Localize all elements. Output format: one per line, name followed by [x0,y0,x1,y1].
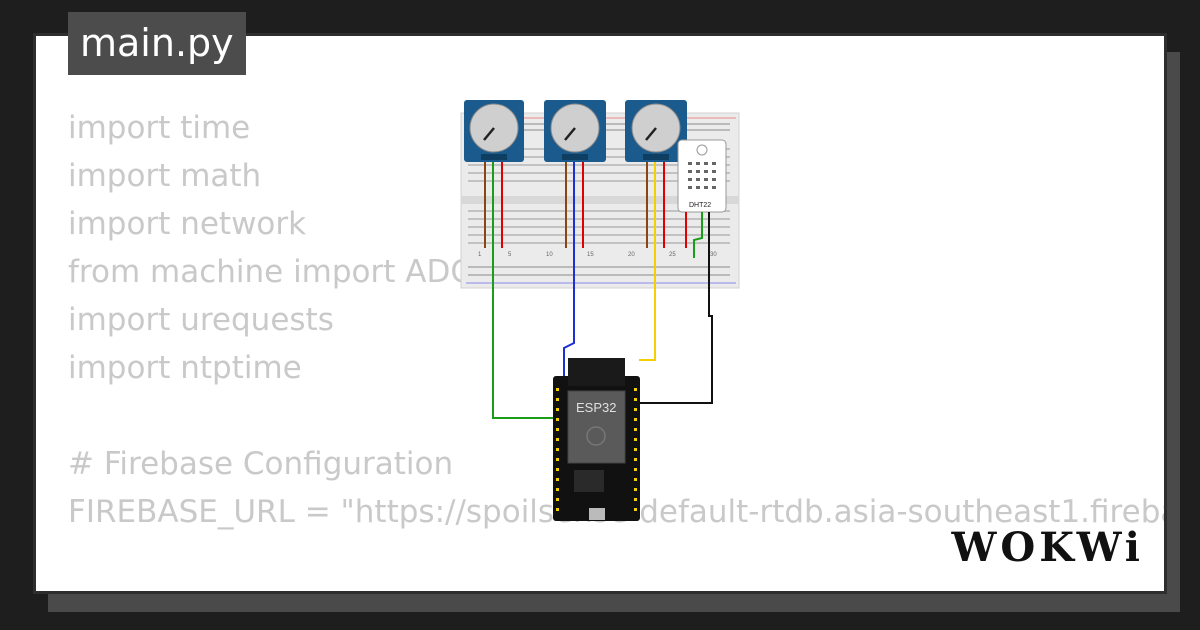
breadboard-number: 1 [478,252,482,258]
breadboard-number: 10 [546,252,553,258]
code-line: FIREBASE_URL = "https://spoilsense-defau… [68,494,1167,530]
potentiometer [544,100,606,162]
breadboard-number: 30 [710,252,717,258]
code-line: import math [68,158,262,194]
breadboard-number: 15 [587,252,594,258]
green-wire [492,162,554,419]
breadboard-number: 25 [669,252,676,258]
code-line: # Firebase Configuration [68,446,454,482]
yellow-wire [639,162,656,361]
code-line: from machine import ADC [68,254,472,290]
dht22-sensor: DHT22 [677,139,727,213]
sensor-label: DHT22 [689,202,711,209]
code-line: import ntptime [68,350,302,386]
breadboard-number: 20 [628,252,635,258]
code-line: import network [68,206,307,242]
circuit-diagram: 1 5 10 15 20 25 30 [460,100,740,521]
code-line: import time [68,110,251,146]
file-tab[interactable]: main.py [68,12,246,75]
breadboard-number: 5 [508,252,512,258]
potentiometer [625,100,687,162]
mcu-label: ESP32 [576,400,616,415]
code-line: import urequests [68,302,334,338]
black-wire [639,212,713,404]
potentiometer [464,100,524,162]
code-preview: import time import math import network from… [68,104,1167,591]
esp32-board: ESP32 [553,358,640,521]
preview-card: import time import math import network from… [33,33,1167,594]
code-line: # Pin for MQ- [68,584,1164,591]
green-wire [693,212,703,258]
wokwi-logo: WOKWi [951,524,1144,571]
